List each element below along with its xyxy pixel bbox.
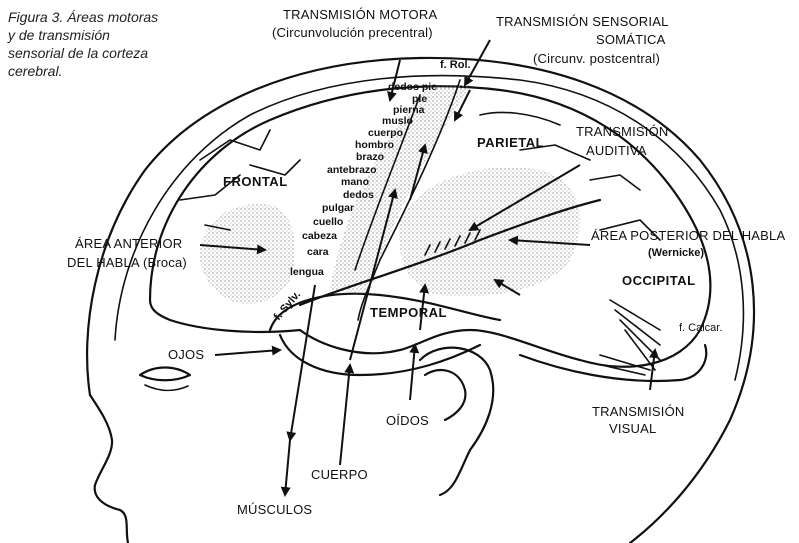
arrow-motor-in (387, 59, 401, 102)
rolando-label: f. Rol. (440, 59, 471, 71)
arrow-temporal (493, 278, 521, 296)
bp-mano: mano (341, 176, 369, 188)
visual-2: VISUAL (609, 421, 656, 436)
temporal-lobe (268, 292, 502, 377)
ear (418, 346, 495, 497)
broca-2: DEL HABLA (Broca) (67, 255, 187, 270)
central-sulcus (357, 79, 461, 321)
sylvian-fissure (298, 198, 602, 307)
skull-line (114, 74, 745, 381)
auditory-1: TRANSMISIÓN (576, 124, 668, 139)
wernicke-hatch (424, 229, 481, 256)
brain-outline (148, 85, 712, 368)
calcar-label: f. Calcar. (679, 322, 722, 334)
body-label: CUERPO (311, 467, 368, 482)
wernicke-sub: (Wernicke) (648, 247, 704, 259)
bp-cuerpo: cuerpo (368, 127, 403, 139)
bp-dedos-pie: dedos pie (388, 81, 437, 93)
figure-caption-1: Figura 3. Áreas motoras (8, 9, 158, 25)
bp-brazo: brazo (356, 151, 384, 163)
arrow-body-up2 (349, 188, 398, 361)
head-outline (85, 56, 756, 543)
bp-cabeza: cabeza (302, 230, 337, 242)
arrow-eyes-in (214, 345, 282, 356)
broca-1: ÁREA ANTERIOR (75, 236, 182, 251)
occipital-striae (579, 299, 661, 376)
precentral-line (354, 94, 421, 271)
arrow-auditory-in (468, 164, 581, 232)
broca-area (199, 204, 295, 304)
figure-caption-2: y de transmisión (7, 27, 110, 43)
eye-lid (144, 384, 189, 392)
auditory-2: AUDITIVA (586, 143, 647, 158)
sensory-sub: (Circunv. postcentral) (533, 51, 660, 66)
arrow-strip-up (409, 143, 428, 201)
arrow-muscles-down (280, 439, 291, 497)
sensory-title-2: SOMÁTICA (596, 32, 666, 47)
arrow-rolando-down (454, 89, 471, 122)
eyes-label: OJOS (168, 347, 204, 362)
arrow-visual-up (649, 348, 659, 391)
region-parietal: PARIETAL (477, 135, 544, 150)
parietal-sulci (479, 111, 661, 241)
bp-pie: pie (412, 93, 427, 105)
wernicke-title: ÁREA POSTERIOR DEL HABLA (591, 228, 785, 243)
bp-dedos: dedos (343, 189, 374, 201)
arrow-ear-up (409, 343, 420, 401)
arrow-sensory-in (464, 39, 491, 87)
cerebellum (518, 343, 708, 383)
bp-pulgar: pulgar (322, 202, 354, 214)
region-occipital: OCCIPITAL (622, 273, 696, 288)
bp-pierna: pierna (393, 104, 425, 116)
arrow-body-up (339, 363, 355, 466)
region-temporal: TEMPORAL (370, 305, 447, 320)
face-profile (88, 393, 130, 543)
sensory-title-1: TRANSMISIÓN SENSORIAL (496, 14, 669, 29)
frontal-sulci (179, 129, 301, 231)
bp-muslo: muslo (382, 115, 413, 127)
bp-hombro: hombro (355, 139, 394, 151)
motor-title: TRANSMISIÓN MOTORA (283, 7, 437, 22)
motor-sub: (Circunvolución precentral) (272, 25, 433, 40)
ears-label: OÍDOS (386, 413, 429, 428)
wernicke-area (399, 167, 580, 297)
figure-caption-3: sensorial de la corteza (8, 45, 148, 61)
bp-antebrazo: antebrazo (327, 164, 377, 176)
arrow-ear-up2 (419, 283, 430, 331)
figure-caption-4: cerebral. (8, 63, 62, 79)
muscles-label: MÚSCULOS (237, 502, 312, 517)
bp-cuello: cuello (313, 216, 343, 228)
visual-1: TRANSMISIÓN (592, 404, 684, 419)
arrow-broca-in (199, 244, 267, 255)
eye (138, 366, 192, 382)
arrow-muscles-out (286, 284, 316, 442)
arrow-wernicke-in (508, 235, 591, 246)
bp-lengua: lengua (290, 266, 324, 278)
region-frontal: FRONTAL (223, 174, 288, 189)
bp-cara: cara (307, 246, 329, 258)
